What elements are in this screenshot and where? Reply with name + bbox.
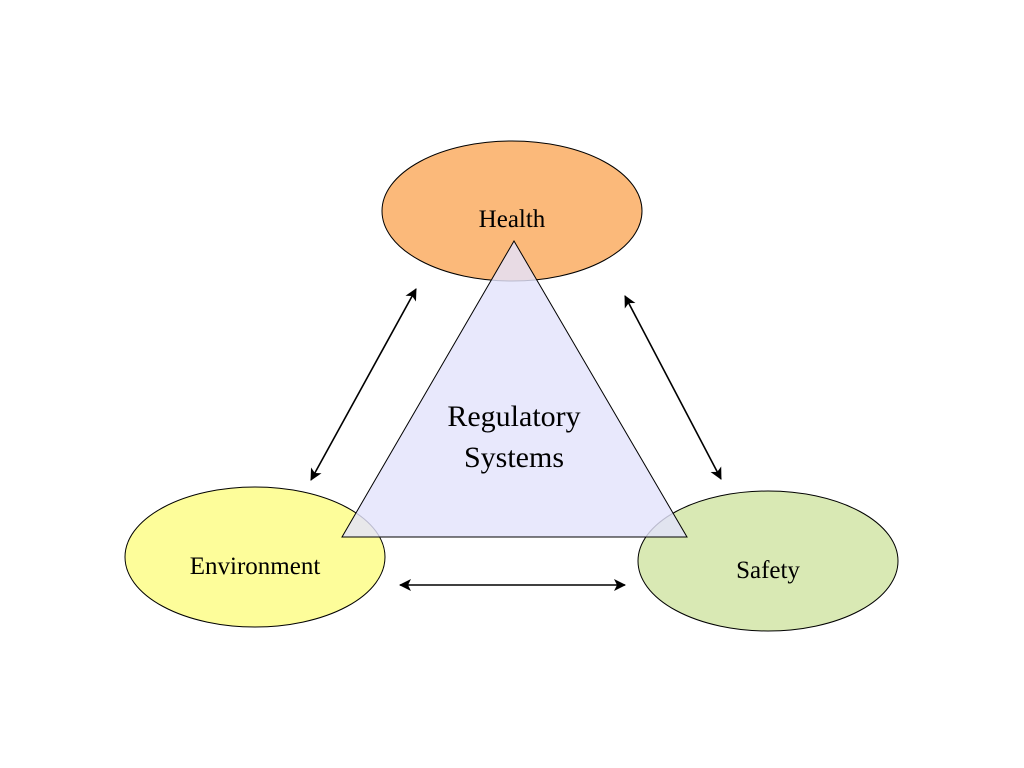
- environment-label: Environment: [190, 553, 321, 580]
- environment-health-arrow: [310, 288, 417, 481]
- center-label-line2: Systems: [464, 441, 564, 474]
- health-label: Health: [479, 206, 546, 233]
- regulatory-systems-triangle: [341, 240, 688, 538]
- safety-ellipse: [637, 490, 899, 632]
- environment-ellipse: [124, 486, 386, 628]
- health-safety-arrow: [624, 295, 722, 480]
- center-label-line1: Regulatory: [447, 400, 580, 433]
- safety-label: Safety: [736, 557, 800, 584]
